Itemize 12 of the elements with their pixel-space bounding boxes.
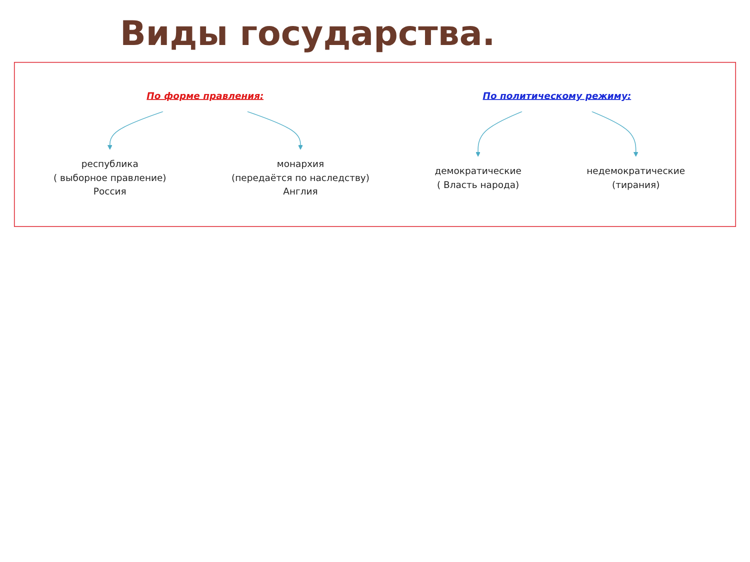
node-text: По политическому режиму: (482, 90, 632, 102)
node-text: демократические ( Власть народа) (434, 166, 522, 190)
arrow (476, 111, 522, 157)
cluster (14, 62, 736, 227)
arrow (592, 111, 638, 157)
node-text: республика ( выборное правление) Россия (54, 158, 166, 198)
node-text: монархия (передаётся по наследству) Англия (232, 158, 370, 198)
slide-title: Виды государства. (120, 14, 496, 54)
arrow (108, 111, 164, 150)
arrow (246, 111, 303, 150)
node-text: По форме правления: (146, 90, 264, 102)
node-text: недемократические (тирания) (586, 166, 686, 190)
